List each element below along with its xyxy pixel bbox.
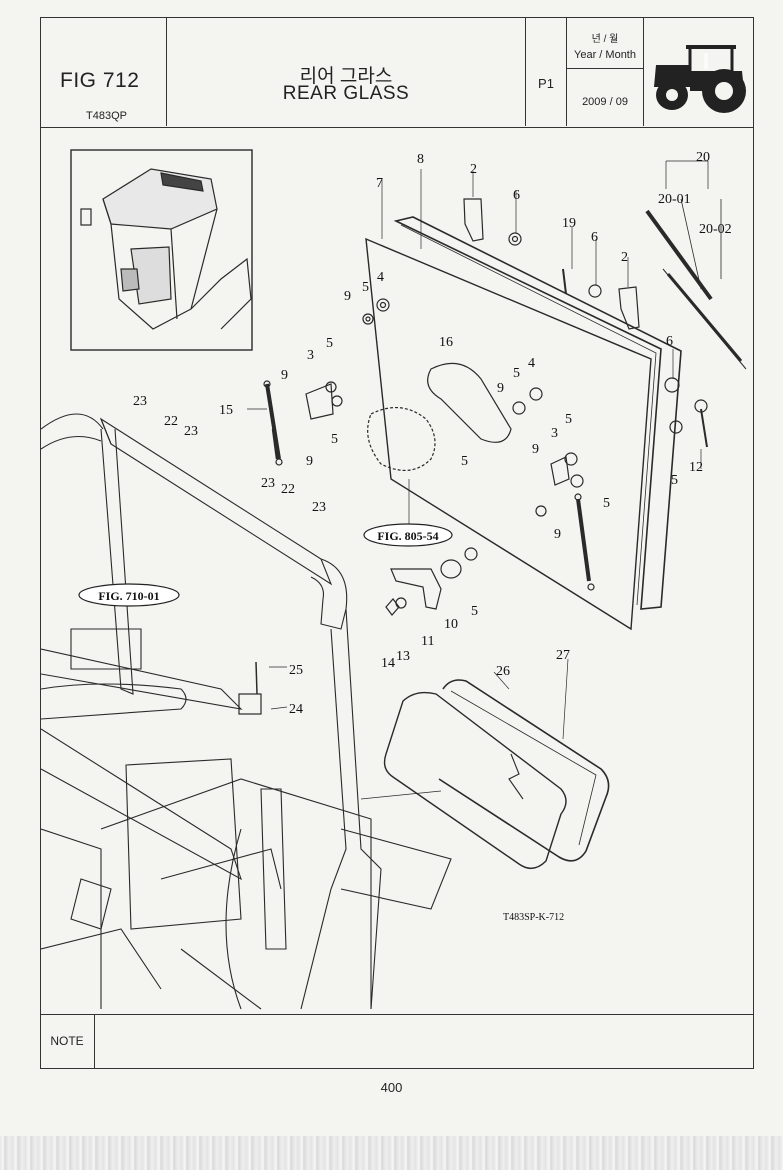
label-9e: 9 (532, 442, 539, 457)
page-number: 400 (380, 1080, 403, 1095)
label-8: 8 (417, 152, 424, 167)
wiper-assembly (645, 198, 747, 370)
label-23c: 23 (261, 476, 275, 491)
date-cell: 년 / 월 Year / Month 2009 / 09 (567, 17, 644, 126)
label-14: 14 (381, 656, 395, 671)
side-seal-27 (438, 679, 610, 862)
leader-lines (247, 160, 709, 800)
label-5h: 5 (671, 473, 678, 488)
label-7: 7 (376, 176, 383, 191)
svg-text:FIG. 805-54: FIG. 805-54 (377, 529, 438, 543)
label-16: 16 (439, 335, 453, 350)
washers (325, 232, 683, 561)
label-5f: 5 (565, 412, 572, 427)
label-23: 23 (133, 394, 147, 409)
page-ref: P1 (538, 76, 554, 91)
note-bar: NOTE (40, 1014, 754, 1069)
model-code: T483QP (86, 110, 127, 122)
label-5g: 5 (603, 496, 610, 511)
lower-hinge-24 (238, 661, 262, 715)
rear-glass-panel (365, 237, 652, 631)
page-frame (40, 17, 754, 1069)
label-5b: 5 (326, 336, 333, 351)
title-cell: 리어 그라스 REAR GLASS (167, 17, 526, 126)
fig-number-cell: FIG 712 T483QP (40, 17, 167, 126)
latch-outline (367, 407, 436, 471)
label-2: 2 (470, 162, 477, 177)
cab-frame (41, 413, 452, 1010)
glass-seal (393, 216, 682, 610)
title-english: REAR GLASS (282, 83, 410, 104)
label-20-02: 20-02 (699, 222, 732, 237)
label-5: 5 (362, 280, 369, 295)
logo-cell (644, 17, 752, 126)
svg-text:FIG. 710-01: FIG. 710-01 (98, 589, 159, 603)
exploded-parts-drawing: FIG. 805-54 FIG. 710-01 7 8 2 6 20 20-01… (41, 149, 747, 1010)
hinge-lower (618, 286, 640, 330)
hinge-upper (463, 198, 484, 242)
title-block: FIG 712 T483QP 리어 그라스 REAR GLASS P1 년 / … (40, 17, 754, 128)
label-13: 13 (396, 649, 410, 664)
year-month-korean: 년 / 월 (591, 34, 619, 45)
tractor-icon (654, 45, 746, 113)
title-korean: 리어 그라스 (299, 66, 393, 87)
label-20-01: 20-01 (658, 192, 691, 207)
label-4b: 4 (528, 356, 535, 371)
pivot-pin (562, 268, 567, 295)
label-3b: 3 (551, 426, 558, 441)
label-5c: 5 (331, 432, 338, 447)
latch-handle (385, 559, 462, 616)
label-11: 11 (421, 634, 434, 649)
label-2b: 2 (621, 250, 628, 265)
fig-805-callout[interactable]: FIG. 805-54 (363, 523, 453, 547)
gas-strut-left (263, 380, 283, 466)
fig-number: FIG 712 (60, 69, 140, 92)
label-25: 25 (289, 663, 303, 678)
label-22: 22 (164, 414, 178, 429)
bracket-right (550, 456, 570, 486)
hinge-plate (427, 362, 512, 443)
label-23b: 23 (184, 424, 198, 439)
bolt-12 (700, 408, 708, 448)
label-12: 12 (689, 460, 703, 475)
label-27: 27 (556, 648, 570, 663)
label-6: 6 (513, 188, 520, 203)
label-9d: 9 (497, 381, 504, 396)
label-23d: 23 (312, 500, 326, 515)
note-label: NOTE (40, 1015, 95, 1068)
label-26: 26 (496, 664, 510, 679)
label-9c: 9 (306, 454, 313, 469)
date-divider (567, 68, 643, 69)
bracket-left (305, 383, 334, 420)
label-9f: 9 (554, 527, 561, 542)
gas-strut-right (574, 493, 595, 591)
label-6b: 6 (591, 230, 598, 245)
side-glass-26 (383, 691, 567, 869)
label-5e: 5 (461, 454, 468, 469)
bolt-12-head (694, 399, 708, 413)
cab-inset-image (70, 149, 253, 351)
label-6c: 6 (666, 334, 673, 349)
part-number-labels: 7 8 2 6 20 20-01 20-02 19 6 2 4 5 9 5 3 … (133, 150, 732, 717)
page-ref-cell: P1 (526, 17, 567, 126)
label-9: 9 (344, 289, 351, 304)
fig-710-callout[interactable]: FIG. 710-01 (78, 583, 180, 607)
label-3: 3 (307, 348, 314, 363)
label-19: 19 (562, 216, 576, 231)
label-10: 10 (444, 617, 458, 632)
label-15: 15 (219, 403, 233, 418)
revision-date: 2009 / 09 (582, 96, 628, 108)
label-4: 4 (377, 270, 384, 285)
label-24: 24 (289, 702, 303, 717)
drawing-code: T483SP-K-712 (503, 912, 564, 923)
label-5i: 5 (471, 604, 478, 619)
label-20: 20 (696, 150, 710, 165)
label-5d: 5 (513, 366, 520, 381)
year-month-english: Year / Month (574, 49, 636, 61)
scan-edge-strip (0, 1136, 783, 1170)
label-22b: 22 (281, 482, 295, 497)
label-9b: 9 (281, 368, 288, 383)
